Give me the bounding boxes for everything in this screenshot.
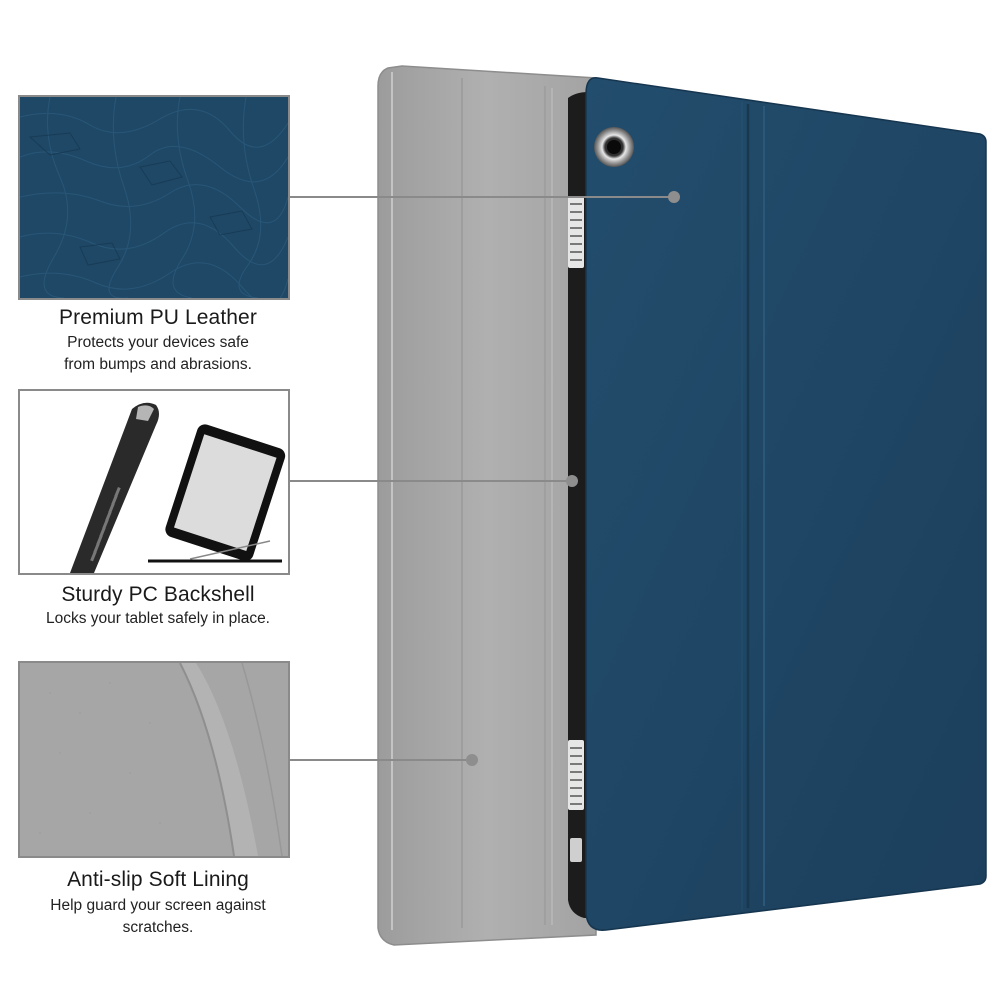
callout-dot-lining — [466, 754, 478, 766]
lining-texture-swatch — [18, 661, 290, 858]
feature-title-leather: Premium PU Leather — [59, 306, 257, 329]
leather-texture-swatch — [18, 95, 290, 300]
callout-line-backshell — [290, 480, 572, 482]
feature-description-leather: Protects your devices safe from bumps an… — [64, 334, 252, 373]
feature-title-backshell: Sturdy PC Backshell — [61, 583, 255, 606]
feature-description-lining: Help guard your screen against scratches… — [50, 897, 266, 936]
backshell-illustration-swatch — [18, 389, 290, 575]
callout-dot-backshell — [566, 475, 578, 487]
leather-back-cover — [585, 77, 987, 931]
soft-lining — [377, 65, 597, 946]
feature-title-lining: Anti-slip Soft Lining — [67, 868, 249, 891]
callout-line-lining — [290, 759, 472, 761]
feature-description-backshell: Locks your tablet safely in place. — [45, 610, 270, 627]
callout-dot-leather — [668, 191, 680, 203]
callout-line-leather — [290, 196, 674, 198]
